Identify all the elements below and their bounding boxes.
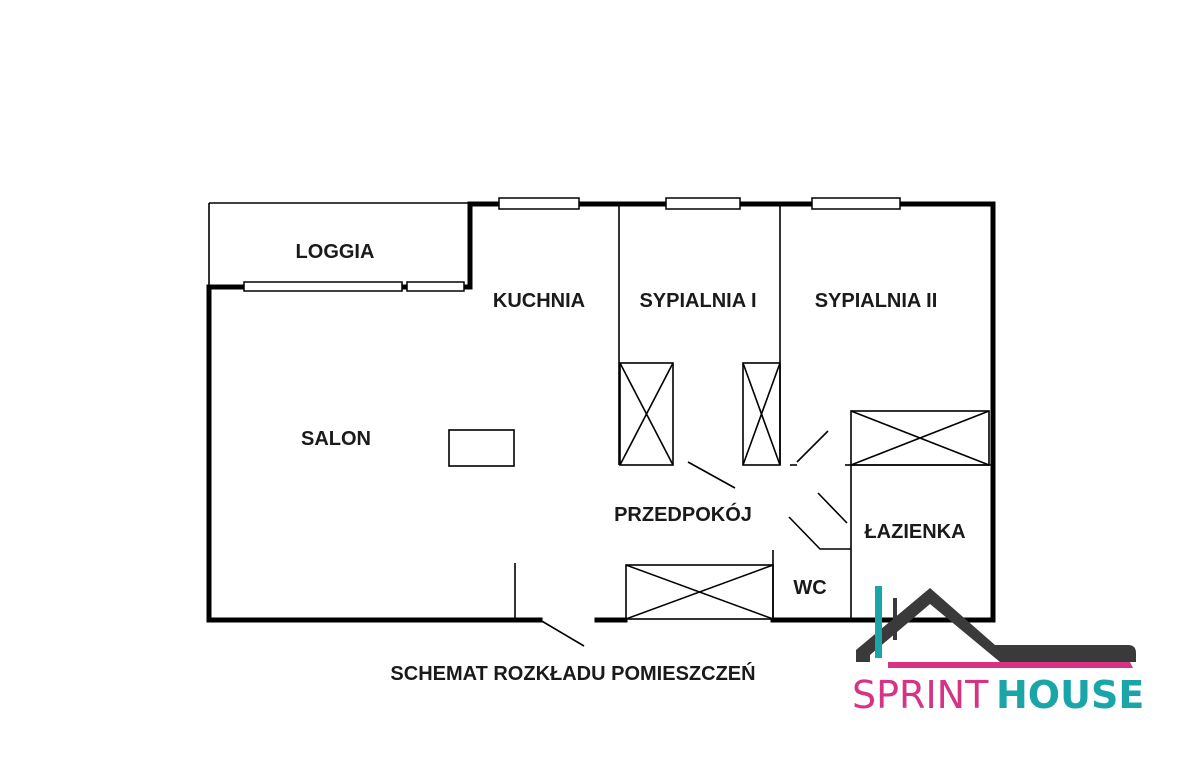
- plan-caption: SCHEMAT ROZKŁADU POMIESZCZEŃ: [390, 662, 755, 685]
- room-label-przedpokoj: PRZEDPOKÓJ: [614, 502, 752, 526]
- room-label-loggia: LOGGIA: [296, 241, 375, 263]
- logo-word-sprint: SPRINT: [852, 673, 989, 717]
- window-sypialnia-1: [665, 197, 741, 210]
- exterior-walls: [206, 201, 996, 623]
- wardrobe-sypialnia-2: [742, 362, 781, 466]
- door-lazienka: [817, 492, 848, 524]
- wardrobe-sypialnia-1: [619, 362, 674, 466]
- door-entrance: [539, 619, 585, 647]
- sprint-house-logo: SPRINT HOUSE: [852, 586, 1144, 717]
- room-label-sypialnia-1: SYPIALNIA I: [639, 290, 756, 312]
- window-loggia-1: [243, 281, 403, 292]
- window-loggia-2: [406, 281, 465, 292]
- room-label-kuchnia: KUCHNIA: [493, 290, 585, 312]
- door-sypialnia-1: [687, 461, 736, 489]
- door-wc: [788, 516, 851, 550]
- room-label-sypialnia-2: SYPIALNIA II: [815, 290, 938, 312]
- logo-word-house: HOUSE: [996, 673, 1144, 717]
- wardrobes: [619, 362, 990, 620]
- loggia-outline: [208, 202, 470, 285]
- window-sypialnia-2: [811, 197, 901, 210]
- room-label-lazienka: ŁAZIENKA: [864, 521, 965, 543]
- salon-table: [448, 429, 515, 467]
- window-kuchnia: [498, 197, 580, 210]
- room-label-salon: SALON: [301, 428, 371, 450]
- door-sypialnia-2: [796, 430, 829, 463]
- house-roof-icon: [856, 586, 1136, 668]
- wardrobe-przedpokoj: [625, 564, 774, 620]
- room-label-wc: WC: [793, 577, 826, 599]
- bathtub-lazienka: [850, 410, 990, 466]
- interior-walls: [514, 204, 993, 620]
- doors: [539, 430, 851, 647]
- windows: [243, 197, 901, 292]
